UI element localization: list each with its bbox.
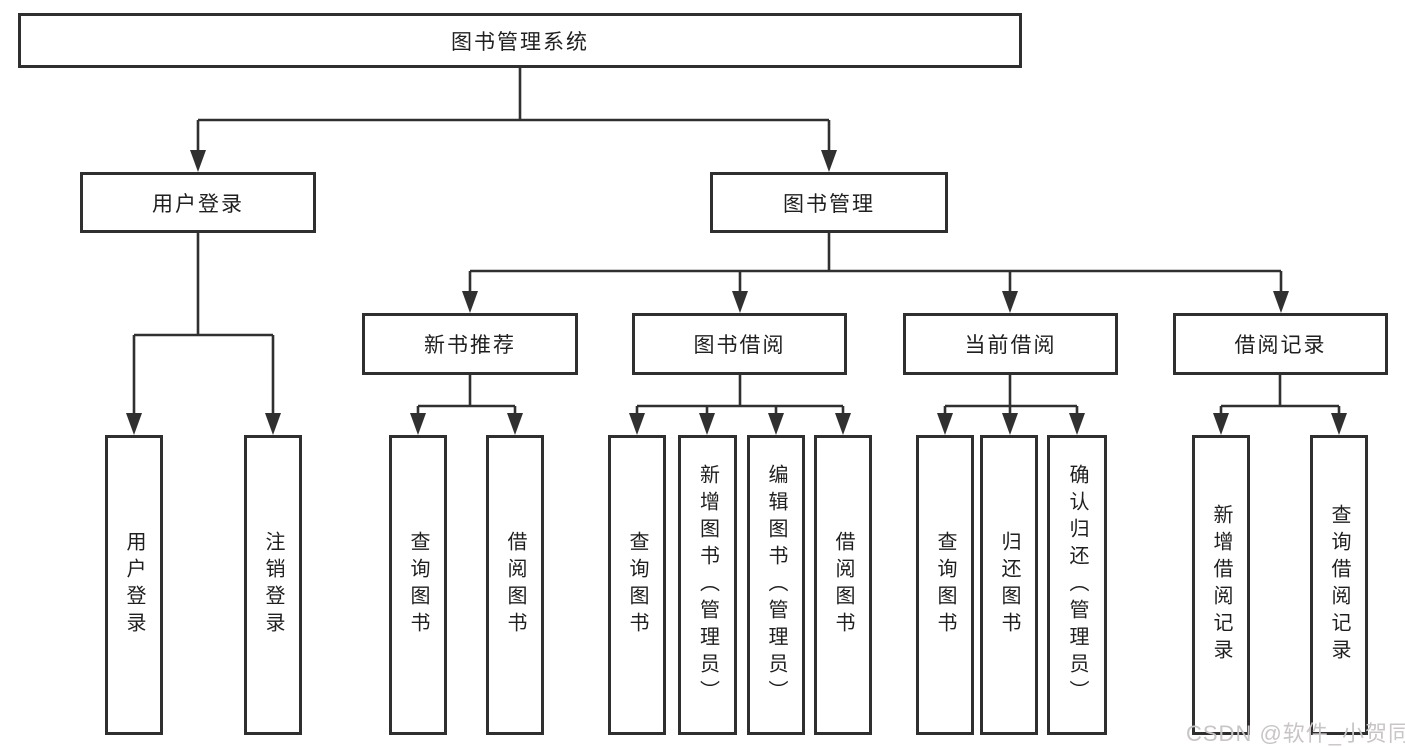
node-label: 用户登录 <box>123 531 145 639</box>
node-label: 查询图书 <box>934 531 956 639</box>
leaf-edit-book-admin: 编辑图书（管理员） <box>747 435 805 735</box>
leaf-add-book-admin: 新增图书（管理员） <box>678 435 737 735</box>
node-label: 图书借阅 <box>693 334 786 357</box>
node-label: 新书推荐 <box>424 334 516 357</box>
node-label: 注销登录 <box>262 531 284 639</box>
leaf-query-books-recommend: 查询图书 <box>389 435 447 735</box>
node-label: 新增借阅记录 <box>1210 504 1232 666</box>
leaf-confirm-return-admin: 确认归还（管理员） <box>1047 435 1107 735</box>
node-label: 确认归还（管理员） <box>1066 463 1088 707</box>
node-label: 借阅图书 <box>504 531 526 639</box>
node-book-management: 图书管理 <box>710 172 948 233</box>
node-label: 编辑图书（管理员） <box>765 463 787 707</box>
node-borrow-records: 借阅记录 <box>1173 313 1388 375</box>
leaf-add-borrow-record: 新增借阅记录 <box>1192 435 1250 735</box>
leaf-borrow-books: 借阅图书 <box>814 435 872 735</box>
node-label: 用户登录 <box>152 192 244 216</box>
node-label: 借阅图书 <box>832 531 854 639</box>
node-label: 图书管理 <box>783 192 875 216</box>
leaf-user-login: 用户登录 <box>105 435 163 735</box>
csdn-watermark: CSDN @软件_小贺同学 <box>1186 721 1405 746</box>
node-root-library-system: 图书管理系统 <box>18 13 1022 68</box>
node-current-borrow: 当前借阅 <box>903 313 1118 375</box>
node-label: 新增图书（管理员） <box>696 463 719 707</box>
node-book-borrow: 图书借阅 <box>632 313 847 375</box>
leaf-borrow-books-recommend: 借阅图书 <box>486 435 544 735</box>
node-label: 归还图书 <box>998 531 1020 639</box>
node-label: 借阅记录 <box>1234 334 1327 357</box>
arrow-to-book-management <box>821 150 837 172</box>
leaf-query-books-borrow: 查询图书 <box>608 435 666 735</box>
leaf-query-borrow-record: 查询借阅记录 <box>1310 435 1368 735</box>
node-user-login: 用户登录 <box>80 172 316 233</box>
node-label: 查询借阅记录 <box>1328 504 1350 666</box>
leaf-logout: 注销登录 <box>244 435 302 735</box>
node-label: 当前借阅 <box>964 334 1057 357</box>
node-new-book-recommend: 新书推荐 <box>362 313 578 375</box>
arrowheads <box>126 150 1347 435</box>
leaf-query-books-current: 查询图书 <box>916 435 974 735</box>
arrow-to-user-login <box>190 150 206 172</box>
node-label: 图书管理系统 <box>451 30 589 54</box>
node-label: 查询图书 <box>626 531 648 639</box>
node-label: 查询图书 <box>407 531 429 639</box>
leaf-return-books: 归还图书 <box>980 435 1038 735</box>
